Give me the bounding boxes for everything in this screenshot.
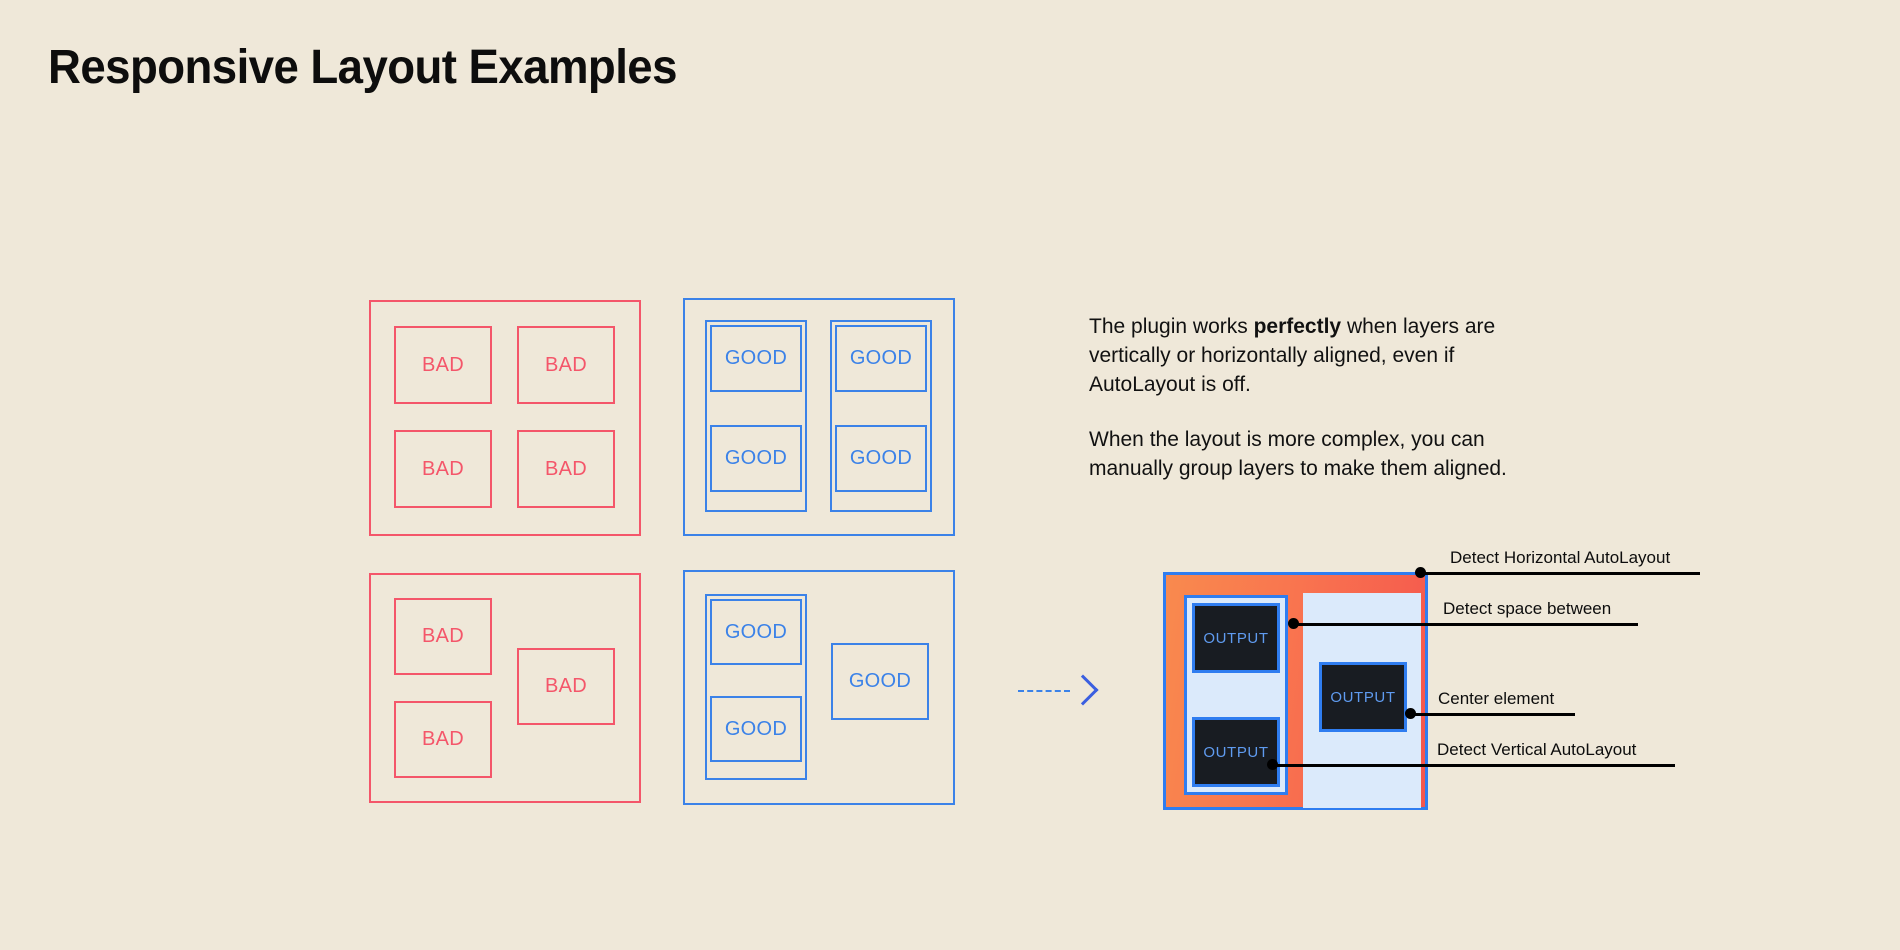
description-text: The plugin works perfectly when layers a… (1089, 312, 1539, 483)
transform-arrow (1018, 660, 1099, 720)
cell-label: BAD (421, 728, 465, 750)
bad-cell: BAD (517, 326, 615, 404)
bad-cell: BAD (394, 701, 492, 778)
arrow-head-icon (1067, 674, 1099, 706)
good-group-outline (705, 320, 807, 512)
cell-label: BAD (544, 457, 588, 480)
output-box: OUTPUT (1192, 717, 1280, 787)
cell-label: BAD (421, 353, 465, 376)
good-cell: GOOD (710, 696, 802, 762)
output-box: OUTPUT (1192, 603, 1280, 673)
callout-rule (1293, 623, 1638, 626)
good-complex-frame (683, 570, 955, 805)
callout-dot (1267, 759, 1278, 770)
good-cell: GOOD (710, 599, 802, 665)
callout-center-element: Center element (1405, 689, 1575, 719)
autolayout-detection-diagram: OUTPUT OUTPUT OUTPUT (1163, 572, 1428, 810)
callout-label: Detect Vertical AutoLayout (1437, 740, 1637, 759)
paragraph-2: When the layout is more complex, you can… (1089, 428, 1507, 480)
good-group-outline (830, 320, 932, 512)
callout-label: Detect Horizontal AutoLayout (1450, 548, 1671, 567)
callout-label: Center element (1438, 689, 1555, 708)
paragraph-1-before: The plugin works (1089, 315, 1254, 338)
cell-label: BAD (544, 353, 588, 376)
good-cell: GOOD (710, 325, 802, 392)
callout-dot (1415, 567, 1426, 578)
good-grid-frame (683, 298, 955, 536)
example-good-complex: GOOD GOOD GOOD (683, 570, 955, 805)
example-good-grid: GOOD GOOD GOOD GOOD (683, 298, 955, 536)
cell-label: BAD (421, 457, 465, 480)
cell-label: BAD (421, 625, 465, 647)
paragraph-1-after: when layers are vertically or horizontal… (1089, 315, 1496, 396)
callout-rule (1410, 713, 1575, 716)
bad-grid-frame (369, 300, 641, 536)
cell-label: BAD (544, 675, 588, 697)
bad-cell: BAD (394, 598, 492, 675)
example-bad-grid: BAD BAD BAD BAD (369, 300, 641, 536)
good-cell: GOOD (835, 325, 927, 392)
good-cell: GOOD (710, 425, 802, 492)
output-label: OUTPUT (1203, 629, 1269, 647)
callout-rule (1272, 764, 1675, 767)
bad-cell: BAD (517, 430, 615, 508)
output-label: OUTPUT (1330, 688, 1396, 706)
good-cell: GOOD (835, 425, 927, 492)
callout-dot (1405, 708, 1416, 719)
callout-rule (1420, 572, 1700, 575)
arrow-line (1018, 690, 1070, 692)
good-group-outline (705, 594, 807, 780)
cell-label: GOOD (849, 447, 913, 469)
callout-detect-space-between: Detect space between (1288, 599, 1638, 629)
callout-detect-horizontal-autolayout: Detect Horizontal AutoLayout (1415, 548, 1700, 578)
bad-cell: BAD (517, 648, 615, 725)
cell-label: GOOD (724, 620, 788, 643)
cell-label: GOOD (849, 347, 913, 369)
bad-cell: BAD (394, 326, 492, 404)
callout-dot (1288, 618, 1299, 629)
output-box: OUTPUT (1319, 662, 1407, 732)
cell-label: GOOD (848, 670, 912, 692)
cell-label: GOOD (724, 347, 788, 369)
paragraph-1-emphasis: perfectly (1253, 315, 1342, 338)
callout-label: Detect space between (1443, 599, 1612, 618)
callout-detect-vertical-autolayout: Detect Vertical AutoLayout (1267, 740, 1675, 770)
cell-label: GOOD (724, 717, 788, 740)
bad-complex-frame (369, 573, 641, 803)
good-cell: GOOD (831, 643, 929, 720)
page-title: Responsive Layout Examples (48, 41, 677, 94)
paragraph-1: The plugin works perfectly when layers a… (1089, 312, 1539, 399)
cell-label: GOOD (724, 447, 788, 469)
output-label: OUTPUT (1203, 743, 1269, 761)
bad-cell: BAD (394, 430, 492, 508)
example-bad-complex: BAD BAD BAD (369, 573, 641, 803)
